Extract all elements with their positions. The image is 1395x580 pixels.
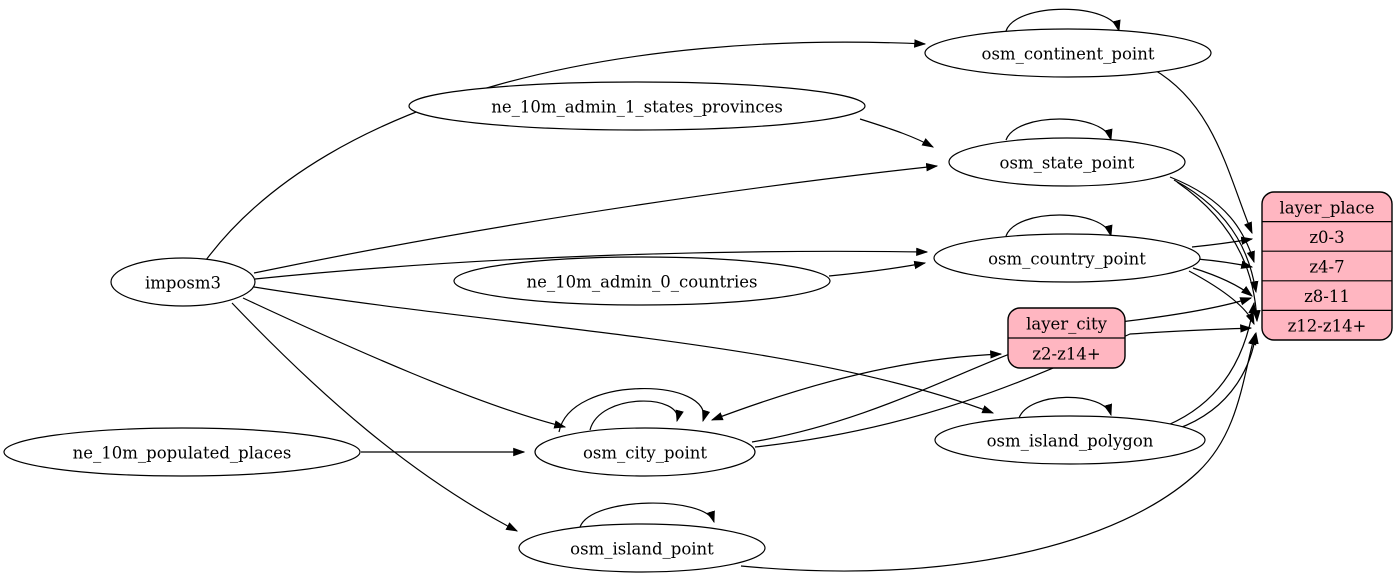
edge-imposm3-state: [253, 162, 939, 274]
edge-islandpt-z12: [740, 332, 1257, 572]
edge-loop-city-outer: [558, 388, 711, 433]
node-shape-osm_country_point: [933, 233, 1201, 283]
edge-city-layercity: [710, 350, 1003, 421]
node-osm_island_point: osm_island_point: [518, 523, 766, 573]
node-label-osm_state_point: osm_state_point: [1000, 154, 1135, 173]
node-shape-ne_10m_admin_0_countries: [453, 256, 831, 306]
edge-imposm3-island-polygon: [253, 286, 995, 414]
node-shape-ne_10m_populated_places: [3, 427, 361, 477]
record-layer_city: layer_city z2-z14+: [1007, 307, 1126, 369]
node-label-osm_island_point: osm_island_point: [570, 540, 714, 559]
record-row-label-layer_city-0: layer_city: [1026, 315, 1107, 334]
edge-continent-z0: [1152, 68, 1253, 235]
node-label-imposm3: imposm3: [145, 274, 221, 293]
node-shape-imposm3: [110, 257, 256, 307]
edge-loop-island-point: [579, 502, 715, 528]
edge-country-z12: [1188, 270, 1255, 326]
record-row-label-layer_place-4: z12-z14+: [1288, 317, 1367, 336]
record-row-label-layer_place-3: z8-11: [1304, 287, 1350, 306]
node-label-osm_city_point: osm_city_point: [583, 444, 707, 463]
edge-admin0-country: [828, 260, 927, 277]
node-shape-osm_island_polygon: [934, 415, 1206, 465]
edge-imposm3-island-point: [231, 302, 519, 532]
record-row-label-layer_city-1: z2-z14+: [1032, 345, 1100, 364]
edge-imposm3-country: [254, 247, 929, 280]
edge-polygon-z8: [1167, 301, 1257, 426]
node-label-osm_country_point: osm_country_point: [988, 250, 1146, 269]
edge-loop-city-inner: [589, 400, 684, 431]
node-label-osm_island_polygon: osm_island_polygon: [987, 432, 1154, 451]
node-shape-osm_city_point: [534, 427, 756, 477]
node-osm_island_polygon: osm_island_polygon: [934, 415, 1206, 465]
edge-loop-continent: [1005, 8, 1121, 33]
node-shape-osm_state_point: [948, 137, 1186, 187]
edge-loop-country: [1005, 214, 1113, 238]
edge-loop-island-polygon: [1018, 396, 1112, 419]
node-shape-ne_10m_admin_1_states_provinces: [408, 81, 866, 131]
node-label-osm_continent_point: osm_continent_point: [982, 45, 1155, 64]
node-shape-osm_island_point: [518, 523, 766, 573]
edge-state-z8: [1173, 179, 1259, 294]
edge-imposm3-continent: [205, 39, 927, 261]
edge-imposm3-city: [242, 297, 567, 429]
node-imposm3: imposm3: [110, 257, 256, 307]
node-shape-osm_continent_point: [924, 28, 1212, 78]
node-ne_10m_admin_1_states_provinces: ne_10m_admin_1_states_provinces: [408, 81, 866, 131]
edge-country-z0: [1191, 236, 1254, 248]
record-row-label-layer_place-1: z0-3: [1309, 228, 1344, 247]
edge-admin1-state: [859, 118, 935, 148]
node-ne_10m_admin_0_countries: ne_10m_admin_0_countries: [453, 256, 831, 306]
node-osm_city_point: osm_city_point: [534, 427, 756, 477]
edge-country-z8: [1192, 267, 1253, 297]
record-shape-layer_place: [1261, 191, 1393, 341]
node-osm_state_point: osm_state_point: [948, 137, 1186, 187]
node-label-ne_10m_admin_0_countries: ne_10m_admin_0_countries: [527, 273, 758, 292]
record-row-label-layer_place-2: z4-7: [1309, 258, 1344, 277]
node-osm_country_point: osm_country_point: [933, 233, 1201, 283]
edge-country-z4: [1196, 258, 1254, 269]
edge-state-z4: [1169, 176, 1255, 264]
edge-loop-state: [1005, 118, 1113, 142]
node-label-ne_10m_admin_1_states_provinces: ne_10m_admin_1_states_provinces: [491, 98, 783, 117]
node-label-ne_10m_populated_places: ne_10m_populated_places: [73, 444, 292, 463]
record-row-label-layer_place-0: layer_place: [1279, 198, 1374, 217]
node-osm_continent_point: osm_continent_point: [924, 28, 1212, 78]
record-layer_place: layer_place z0-3 z4-7 z8-11 z12-z14+: [1261, 191, 1393, 341]
node-ne_10m_populated_places: ne_10m_populated_places: [3, 427, 361, 477]
